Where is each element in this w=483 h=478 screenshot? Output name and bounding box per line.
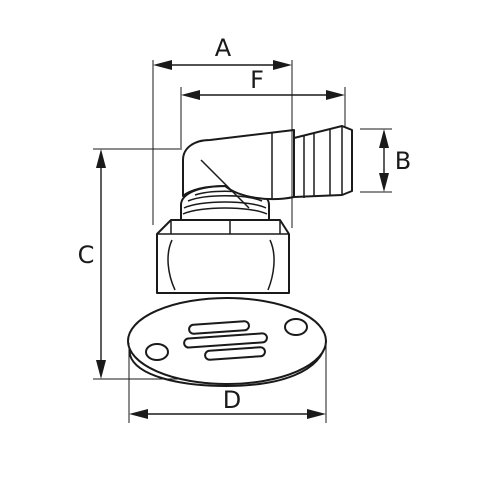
dimension-f-label: F <box>250 66 264 94</box>
mounting-hole-left <box>145 343 169 361</box>
oval-flange <box>127 297 327 387</box>
lock-nut <box>156 219 290 294</box>
dimension-a-label: A <box>215 34 232 62</box>
dimension-a: A <box>152 34 293 228</box>
dimension-c-label: C <box>78 241 95 269</box>
hose-barb <box>293 125 353 198</box>
dimension-b-label: B <box>395 147 411 175</box>
elbow <box>182 129 295 209</box>
mounting-hole-right <box>284 318 308 336</box>
dimension-f: F <box>180 66 346 150</box>
drain-slots <box>183 320 268 361</box>
drain-fitting <box>127 125 353 387</box>
dimension-d: D <box>128 343 327 423</box>
dimension-d-label: D <box>223 386 241 414</box>
dimension-c: C <box>78 148 180 380</box>
dimension-b: B <box>360 128 411 193</box>
